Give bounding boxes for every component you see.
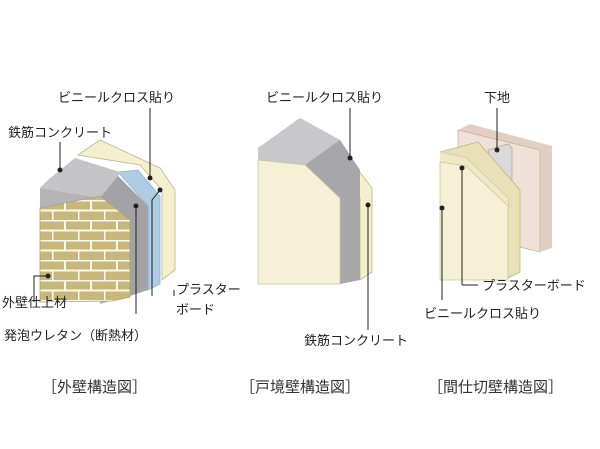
party-label-cloth: ビニールクロス貼り (266, 91, 383, 106)
caption-partition-wall: ［間仕切壁構造図］ (428, 378, 563, 396)
party-concrete-side (305, 140, 360, 284)
caption-party-wall: ［戸境壁構造図］ (240, 378, 360, 396)
party-wall-diagram (257, 118, 373, 285)
party-board-front (257, 159, 341, 285)
concrete-top (40, 158, 120, 198)
party-label-concrete: 鉄筋コンクリート (304, 333, 408, 349)
partition-wall-diagram (439, 124, 552, 281)
exterior-label-insulation: 発泡ウレタン（断熱材） (4, 329, 147, 344)
exterior-label-plaster-2: ボード (176, 303, 215, 318)
exterior-finish-brick (39, 195, 131, 303)
party-concrete-top (258, 118, 340, 165)
partition-top-edge (440, 152, 508, 206)
exterior-label-finish: 外壁仕上材 (2, 296, 67, 311)
base-board-edge (458, 124, 552, 252)
exterior-label-cloth: ビニールクロス貼り (58, 91, 175, 106)
exterior-label-concrete: 鉄筋コンクリート (8, 125, 112, 141)
plaster-board-layer (76, 139, 176, 281)
leaders-party (347, 108, 371, 330)
partition-board-front (439, 161, 509, 281)
partition-label-base: 下地 (484, 91, 510, 106)
caption-exterior-wall: ［外壁構造図］ (42, 378, 147, 396)
exterior-label-plaster-1: プラスター (176, 283, 241, 298)
partition-label-cloth: ビニールクロス貼り (424, 307, 541, 322)
leaders-exterior (33, 108, 175, 314)
leaders-partition (439, 108, 500, 300)
partition-label-plaster: プラスターボード (482, 279, 586, 294)
